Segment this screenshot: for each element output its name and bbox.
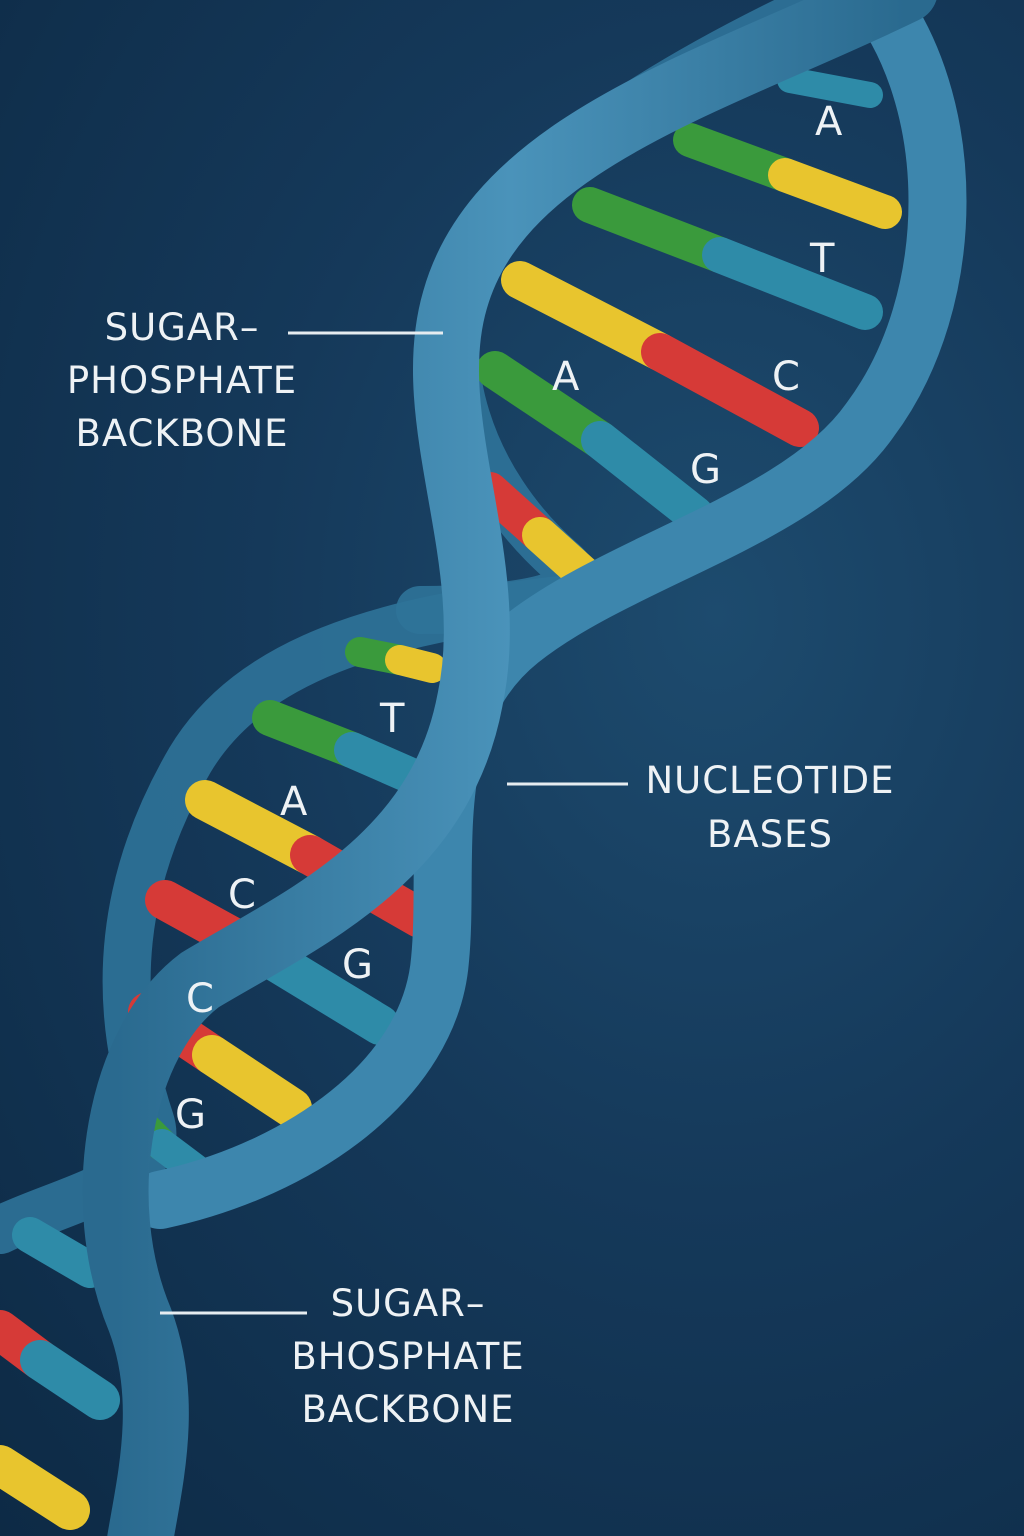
base-pair: [777, 67, 883, 108]
label-text-line: BHOSPHATE: [291, 1335, 524, 1378]
base-segment: [572, 187, 738, 273]
base-letter: C: [772, 354, 800, 400]
base-letter: G: [342, 942, 373, 988]
base-letter: T: [379, 696, 405, 742]
base-pairs: [0, 67, 902, 1530]
label-text-line: NUCLEOTIDE: [645, 759, 894, 802]
front-strand: [82, 0, 967, 1536]
base-segment: [501, 261, 679, 371]
base-pair: [501, 261, 819, 447]
base-segment: [768, 158, 902, 229]
base-segment: [641, 333, 819, 447]
label-nucleotide-bases: NUCLEOTIDE BASES: [645, 759, 894, 856]
label-text-line: BACKBONE: [75, 412, 288, 455]
base-segment: [192, 1035, 312, 1128]
label-text-line: SUGAR–: [331, 1282, 486, 1325]
base-letter: A: [552, 354, 580, 400]
base-letter: G: [690, 447, 721, 493]
base-segment: [702, 237, 883, 330]
base-pair: [673, 123, 902, 229]
base-letter: A: [815, 99, 843, 145]
base-segment: [20, 1340, 120, 1420]
label-text-line: PHOSPHATE: [67, 359, 297, 402]
base-pair: [345, 637, 447, 683]
base-pair: [0, 1445, 90, 1530]
base-letter: C: [228, 872, 256, 918]
base-letter: G: [175, 1092, 206, 1138]
base-pair: [12, 1217, 108, 1288]
label-text-line: BASES: [707, 813, 833, 856]
base-letter: A: [280, 779, 308, 825]
label-backbone-top: SUGAR– PHOSPHATE BACKBONE: [67, 306, 297, 455]
base-segment: [476, 351, 619, 459]
base-letter: C: [186, 976, 214, 1022]
base-letter: T: [809, 236, 835, 282]
label-text-line: SUGAR–: [105, 306, 260, 349]
backbone-strand-front: [131, 0, 967, 1229]
base-segment: [581, 421, 714, 534]
base-pair: [0, 1310, 120, 1420]
base-segment: [777, 67, 883, 108]
base-segment: [385, 645, 447, 683]
label-backbone-bottom: SUGAR– BHOSPHATE BACKBONE: [291, 1282, 524, 1431]
base-letters: A T A C G T A C G C G: [175, 99, 843, 1138]
base-pair: [572, 187, 883, 330]
base-segment: [0, 1445, 90, 1530]
backbone-strand-main: [82, 0, 937, 1536]
label-text-line: BACKBONE: [301, 1388, 514, 1431]
base-segment: [12, 1217, 108, 1288]
base-pair: [476, 351, 714, 534]
